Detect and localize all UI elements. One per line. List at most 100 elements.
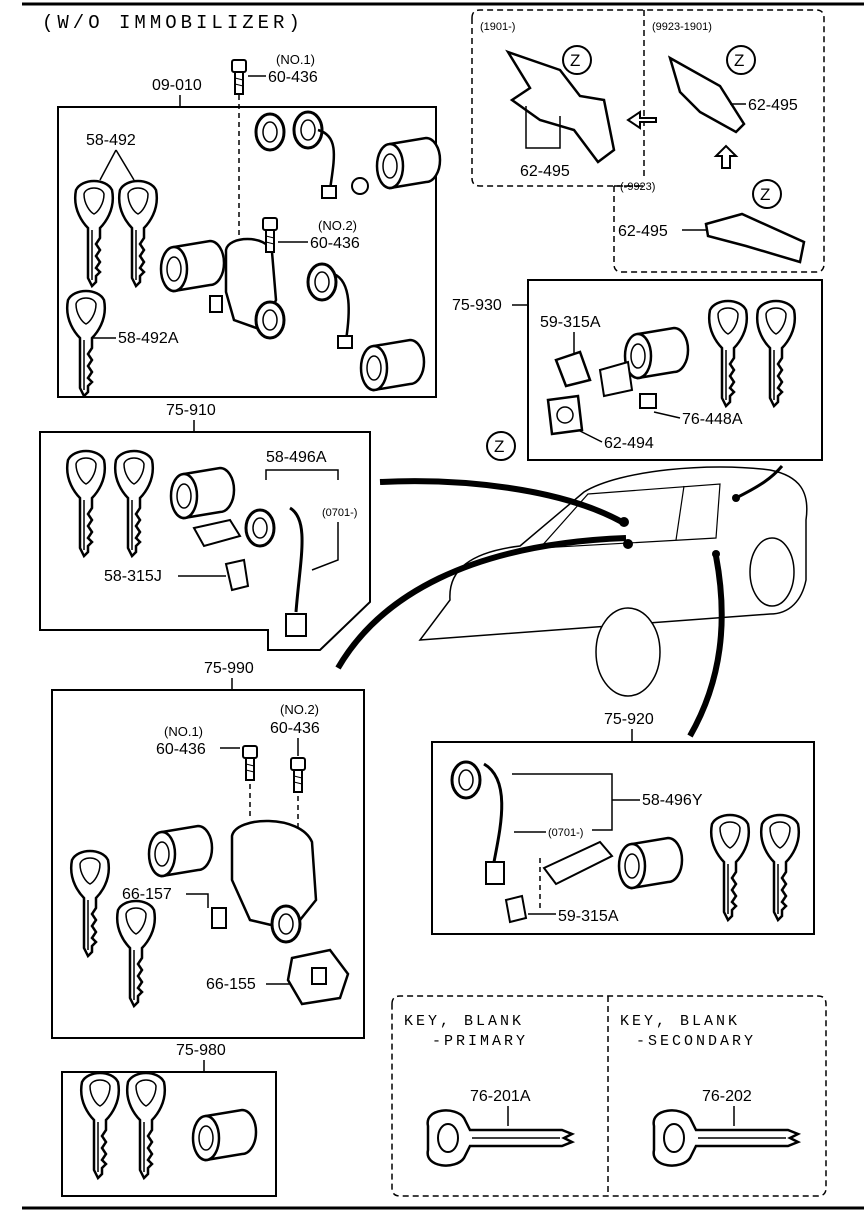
variant-range-3: (-9923) — [620, 181, 655, 193]
lock-cylinder-icon — [375, 136, 442, 190]
ring-icon — [306, 262, 338, 302]
plate-icon — [546, 394, 584, 436]
wheel-icon — [749, 537, 795, 607]
key-icon — [709, 813, 751, 922]
vehicle-illustration — [335, 465, 808, 738]
no1-part: 60-436 — [156, 741, 206, 758]
variant-part-3: 62-495 — [618, 223, 668, 240]
ring-icon — [270, 904, 302, 944]
ring-icon — [450, 760, 482, 800]
ring-icon — [244, 508, 276, 548]
key-icon — [69, 849, 111, 958]
lock-cylinder-icon — [169, 466, 236, 520]
part-58-315j: 58-315J — [104, 568, 162, 585]
connector-icon — [337, 335, 353, 349]
harness-note: (0701-) — [548, 827, 583, 839]
bolt-icon — [262, 217, 278, 253]
key-blank-icon — [652, 1109, 800, 1167]
no2-part: 60-436 — [310, 235, 360, 252]
variant-group: (1901-) (9923-1901) (-9923) Z Z Z 62-495… — [471, 9, 825, 273]
z-marker: Z — [570, 51, 580, 70]
lock-cylinder-icon — [159, 239, 226, 293]
group-75-930: 75-930 59-315A 76-448A 62-494 Z — [452, 279, 823, 461]
car-body-icon — [418, 466, 808, 641]
part-59-315a: 59-315A — [540, 314, 601, 331]
no1-label: (NO.1) — [276, 52, 315, 67]
group-number-09-010: 09-010 — [152, 77, 202, 94]
z-marker: Z — [734, 51, 744, 70]
harness-part: 58-496Y — [642, 792, 703, 809]
blank-primary-line2: -PRIMARY — [432, 1033, 528, 1050]
connector-icon — [485, 861, 505, 885]
key-icon — [117, 179, 159, 288]
harness-part: 58-496A — [266, 449, 327, 466]
lock-cylinder-icon — [617, 836, 684, 890]
clip-icon — [554, 350, 592, 388]
key-icon — [65, 449, 107, 558]
bolt-icon — [242, 745, 258, 781]
part-62-494: 62-494 — [604, 435, 654, 452]
key-part: 58-492 — [86, 132, 136, 149]
key-icon — [707, 299, 749, 408]
key-icon — [125, 1071, 167, 1180]
key-icon — [73, 179, 115, 288]
group-number-75-930: 75-930 — [452, 297, 502, 314]
group-number-75-920: 75-920 — [604, 711, 654, 728]
lock-cylinder-icon — [147, 824, 214, 878]
page-title: (W/O IMMOBILIZER) — [42, 12, 304, 34]
no1-part: 60-436 — [268, 69, 318, 86]
blank-primary-line1: KEY, BLANK — [404, 1013, 524, 1030]
harness-note: (0701-) — [322, 507, 357, 519]
bracket-icon — [704, 212, 806, 264]
bolt-icon — [290, 757, 306, 793]
blank-primary-part: 76-201A — [470, 1088, 531, 1105]
part-66-157: 66-157 — [122, 886, 172, 903]
no1-label: (NO.1) — [164, 724, 203, 739]
no2-label: (NO.2) — [280, 702, 319, 717]
variant-range-1: (1901-) — [480, 21, 515, 33]
key-icon — [113, 449, 155, 558]
key-icon — [115, 899, 157, 1008]
key-icon — [755, 299, 797, 408]
ring-icon — [254, 112, 286, 152]
part-76-448a: 76-448A — [682, 411, 743, 428]
switch-icon — [209, 295, 223, 313]
z-marker: Z — [494, 437, 504, 456]
key-part-a: 58-492A — [118, 330, 179, 347]
ring-icon — [254, 300, 286, 340]
group-09-010: 09-010 (NO.1) 60-436 58-492 58-492A (NO.… — [57, 52, 442, 398]
group-75-990: 75-990 (NO.1) 60-436 (NO.2) 60-436 66-15… — [51, 660, 365, 1039]
group-75-910: 75-910 58-496A (0701-) 58-315J — [39, 402, 371, 651]
key-blank-icon — [426, 1109, 574, 1167]
blank-secondary-line2: -SECONDARY — [636, 1033, 756, 1050]
group-number-75-910: 75-910 — [166, 402, 216, 419]
variant-part-1: 62-495 — [520, 163, 570, 180]
wheel-icon — [595, 607, 661, 697]
no2-label: (NO.2) — [318, 218, 357, 233]
blank-secondary-line1: KEY, BLANK — [620, 1013, 740, 1030]
group-number-75-990: 75-990 — [204, 660, 254, 677]
no2-part: 60-436 — [270, 720, 320, 737]
clip-icon — [504, 894, 528, 924]
blank-secondary-part: 76-202 — [702, 1088, 752, 1105]
part-66-155: 66-155 — [206, 976, 256, 993]
bolt-icon — [231, 59, 247, 95]
variant-range-2: (9923-1901) — [652, 21, 712, 33]
key-blank-group: KEY, BLANK -PRIMARY 76-201A KEY, BLANK -… — [391, 995, 827, 1197]
bracket-icon — [542, 840, 614, 886]
switch-icon — [211, 907, 227, 929]
connector-icon — [286, 948, 350, 1006]
key-icon — [759, 813, 801, 922]
connector-icon — [321, 185, 337, 199]
lock-cylinder-icon — [359, 338, 426, 392]
group-number-75-980: 75-980 — [176, 1042, 226, 1059]
ring-icon — [292, 110, 324, 150]
variant-part-2: 62-495 — [748, 97, 798, 114]
z-marker: Z — [760, 185, 770, 204]
group-75-980: 75-980 — [61, 1042, 277, 1197]
key-icon — [65, 289, 107, 398]
group-75-920: 75-920 58-496Y (0701-) 59-315A — [431, 711, 815, 935]
bracket-icon — [667, 55, 746, 134]
lock-cylinder-icon — [623, 326, 690, 380]
